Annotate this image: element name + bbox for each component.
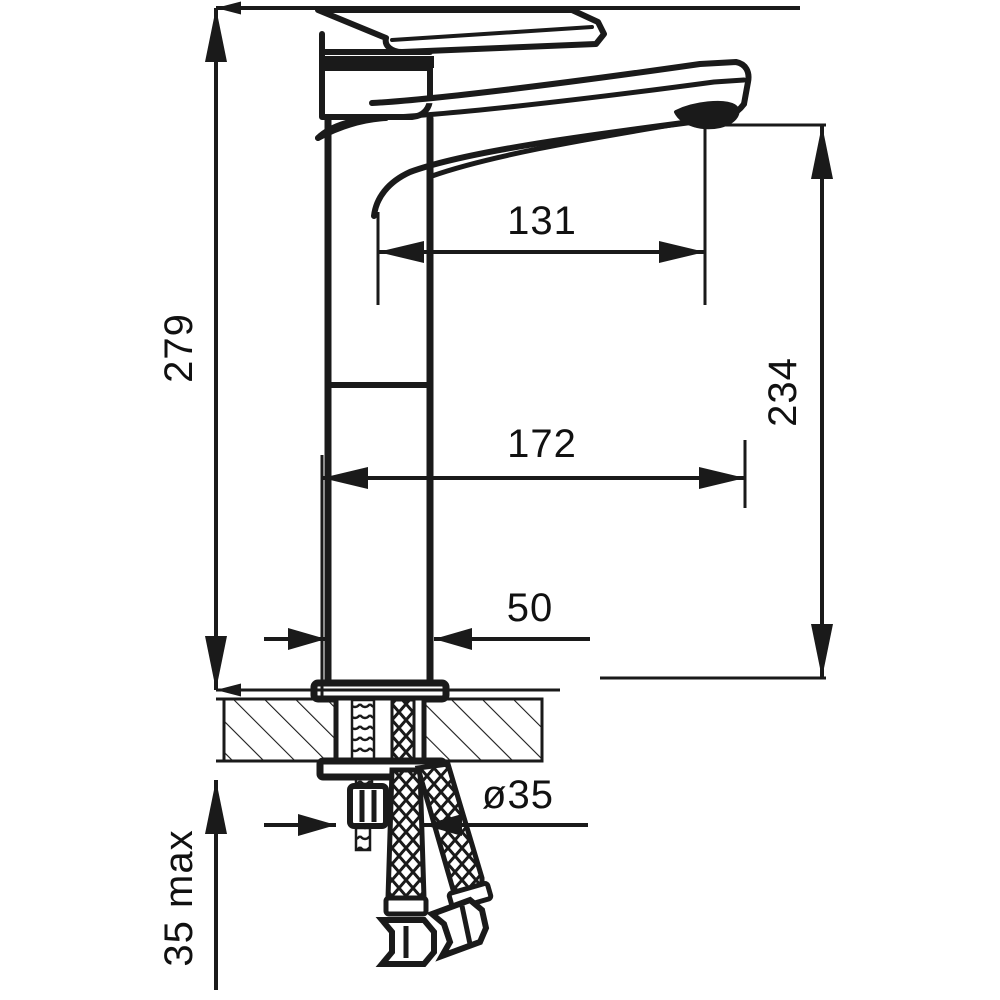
dimension-label-279: 279 — [157, 313, 201, 383]
aerator — [674, 100, 740, 130]
lever-handle — [315, 7, 607, 55]
column — [324, 114, 434, 688]
dimension-deck-thickness: 35 max — [157, 697, 227, 990]
dimension-label-35-max: 35 max — [157, 829, 201, 966]
dimension-label-131: 131 — [507, 199, 577, 243]
faucet-outline — [310, 7, 752, 703]
dimension-overall-reach: 172 — [320, 422, 747, 700]
mounting-hardware — [316, 697, 494, 967]
fixing-nut — [347, 783, 389, 829]
dimension-label-234: 234 — [761, 357, 805, 427]
dimension-label-172: 172 — [507, 422, 577, 466]
dimension-mounting-hole: ø35 — [264, 773, 588, 836]
dimension-label-50: 50 — [507, 586, 554, 630]
dimension-total-height: 279 — [157, 1, 800, 697]
hose-nut-1 — [375, 917, 437, 967]
countertop — [222, 697, 544, 763]
hose-nut-2 — [426, 896, 490, 962]
dimension-body-diameter: 50 — [264, 586, 590, 650]
dimension-spout-height: 234 — [600, 123, 833, 680]
dimension-label-o35: ø35 — [482, 773, 554, 817]
dimension-spout-reach: 131 — [376, 120, 707, 305]
